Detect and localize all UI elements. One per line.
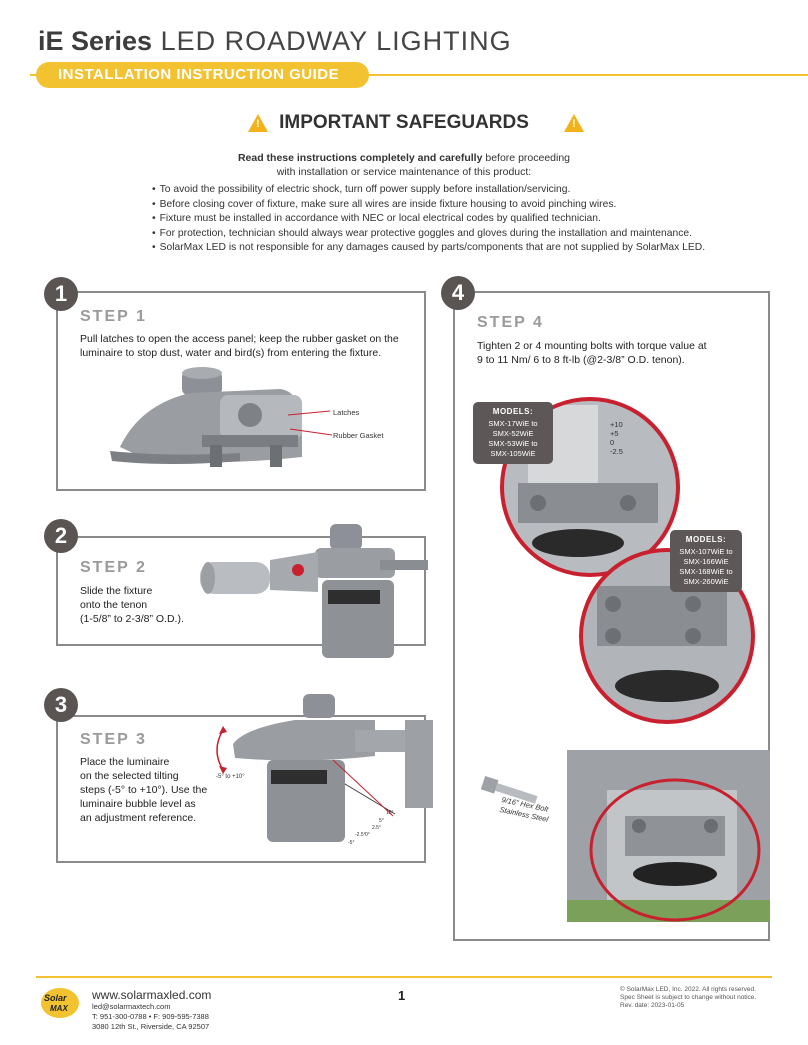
list-item: Fixture must be installed in accordance …	[152, 212, 705, 227]
list-item: To avoid the possibility of electric sho…	[152, 183, 705, 198]
footer-divider	[36, 976, 772, 978]
gasket-label: Rubber Gasket	[333, 431, 384, 440]
email-link[interactable]: led@solarmaxtech.com	[92, 1002, 171, 1011]
svg-text:MAX: MAX	[50, 1004, 68, 1013]
safeguards-title: IMPORTANT SAFEGUARDS	[279, 112, 529, 133]
step1-box	[56, 291, 426, 491]
step4-label: STEP 4	[477, 314, 544, 331]
page-title: iE Series LED ROADWAY LIGHTING	[38, 26, 512, 56]
tilt-step-label: 15°	[386, 810, 394, 816]
step1-label: STEP 1	[80, 308, 147, 325]
step4-box	[453, 291, 770, 941]
step1-text: Pull latches to open the access panel; k…	[80, 333, 399, 359]
hex-bolt-icon	[480, 775, 538, 804]
tilt-step-label: 2.5°	[372, 825, 381, 831]
step2-number: 2	[44, 519, 78, 553]
safeguards-intro: Read these instructions completely and c…	[237, 152, 571, 178]
phone-fax: T: 951-300-0788 • F: 909-595-7388	[92, 1012, 209, 1021]
address: 3080 12th St., Riverside, CA 92507	[92, 1022, 210, 1031]
latches-label: Latches	[333, 408, 360, 417]
header-divider	[30, 74, 808, 76]
warning-icon: !	[248, 114, 268, 132]
tilt-step-label: -2.5°	[355, 832, 366, 838]
luminaire-access-panel-illustration	[110, 367, 333, 467]
step4-text: Tighten 2 or 4 mounting bolts with torqu…	[477, 340, 707, 366]
tilting-steps-illustration	[216, 694, 433, 842]
mounting-bolts-detail-large	[579, 548, 755, 724]
safeguards-list: To avoid the possibility of electric sho…	[152, 183, 705, 256]
tilt-step-label: 5°	[379, 818, 384, 824]
tilt-range-label: -5° to +10°	[216, 774, 245, 780]
fixture-on-tenon-illustration	[200, 524, 428, 658]
step2-box	[56, 536, 426, 646]
step1-number: 1	[44, 277, 78, 311]
tilt-step-label: -5°	[348, 840, 355, 846]
page-number: 1	[398, 988, 406, 1003]
tilt-step-label: 0°	[365, 832, 370, 838]
contact-info: www.solarmaxled.com led@solarmaxtech.com…	[92, 988, 211, 1032]
step2-label: STEP 2	[80, 559, 147, 576]
copyright: © SolarMax LED, Inc. 2022. All rights re…	[620, 986, 757, 1009]
website-link[interactable]: www.solarmaxled.com	[92, 988, 212, 1002]
solarmax-logo: Solar MAX	[40, 986, 80, 1020]
step4-number: 4	[441, 276, 475, 310]
list-item: SolarMax LED is not responsible for any …	[152, 241, 705, 256]
guide-badge: INSTALLATION INSTRUCTION GUIDE	[36, 62, 370, 88]
step3-label: STEP 3	[80, 731, 147, 748]
warning-icon: !	[564, 114, 584, 132]
step3-number: 3	[44, 688, 78, 722]
svg-text:Solar: Solar	[44, 993, 67, 1003]
list-item: For protection, technician should always…	[152, 227, 705, 242]
list-item: Before closing cover of fixture, make su…	[152, 198, 705, 213]
installed-bolts-photo	[567, 750, 770, 922]
